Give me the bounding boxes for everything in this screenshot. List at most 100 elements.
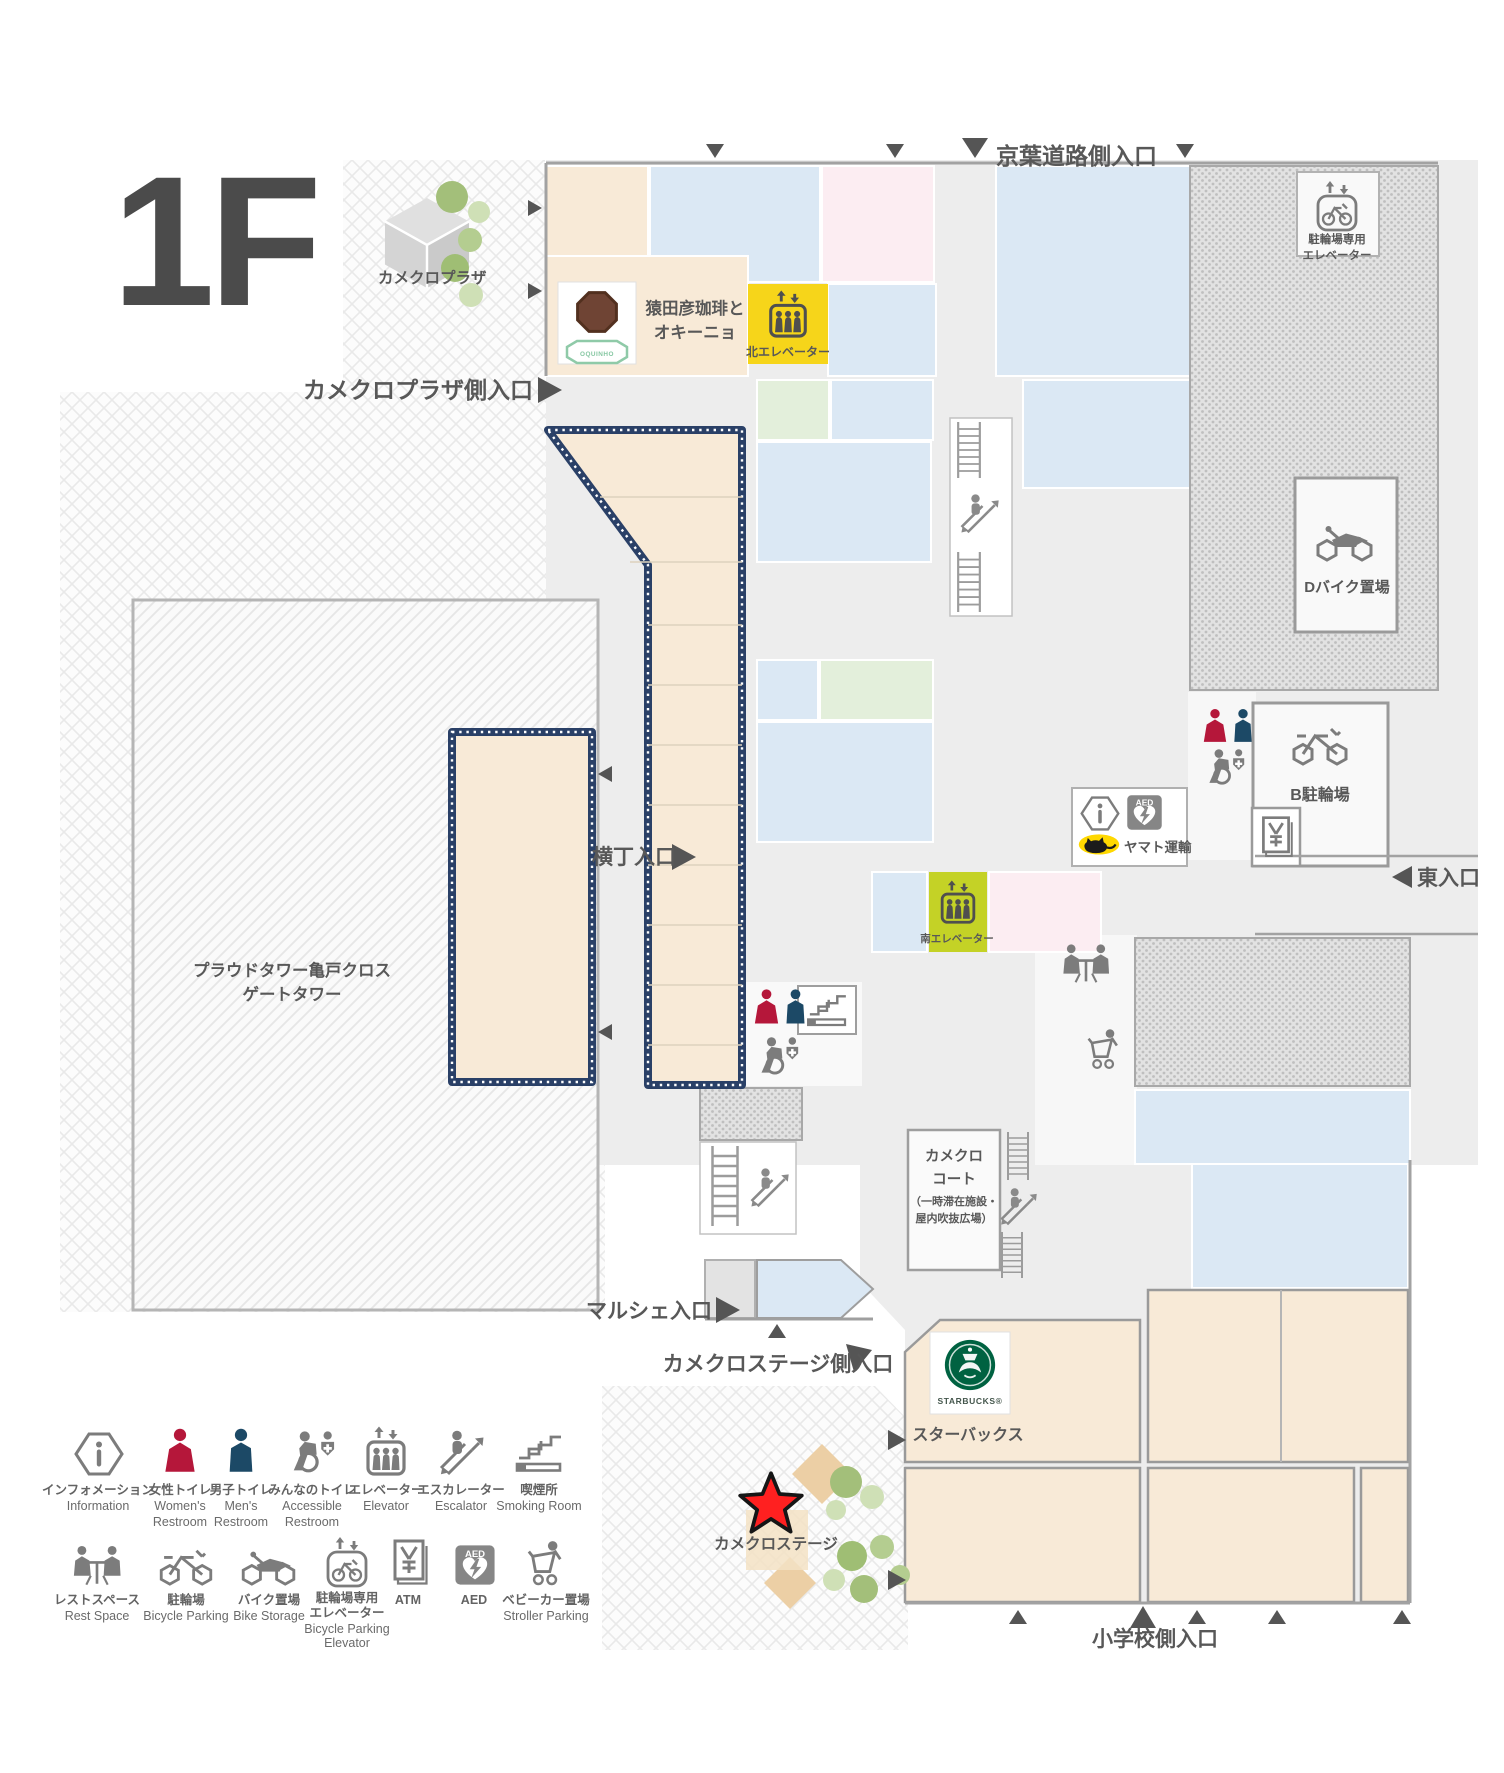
oquinho-logo-text: OQUINHO (580, 351, 614, 358)
triangle-down-icon (886, 144, 904, 158)
court-label-3: （一時滞在施設・ (910, 1194, 998, 1208)
parking-area-mid (699, 1087, 803, 1141)
marche-blue-block (756, 1259, 875, 1319)
starbucks-logo-text: STARBUCKS® (938, 1396, 1003, 1406)
legend-label: Elevator (363, 1499, 409, 1513)
parking-area-east (1134, 937, 1411, 1087)
sarutahiko-logo-box: OQUINHO (557, 281, 637, 365)
triangle-down-icon (1176, 144, 1194, 158)
legend-label: ベビーカー置場 (502, 1592, 590, 1607)
triangle-left-icon (598, 1024, 612, 1040)
bicycle-parking-elevator-icon (326, 1536, 368, 1588)
legend-label: Accessible (282, 1499, 342, 1513)
legend-label: Restroom (153, 1515, 207, 1529)
shop-sarutahiko-label-1: 猿田彦珈琲と (645, 298, 745, 318)
legend-label: Elevator (324, 1636, 370, 1650)
yokocho-strip (544, 426, 746, 1089)
triangle-diagonal-icon (846, 1344, 872, 1372)
starbucks-logo-box: STARBUCKS® (929, 1331, 1011, 1415)
stroller-parking-icon (527, 1540, 562, 1586)
bicycle-elevator-box (1296, 171, 1380, 257)
north-elevator-label: 北エレベーター (746, 344, 830, 359)
corridor-by-b-parking (1188, 692, 1256, 860)
stairs-shaft-north (949, 417, 1013, 617)
entrance-marche-label: マルシェ入口 (586, 1300, 712, 1323)
information-icon (74, 1432, 124, 1476)
legend-label: Bicycle Parking (143, 1609, 228, 1623)
shop-sarutahiko-label-2: オキーニョ (654, 324, 737, 342)
triangle-down-icon (706, 144, 724, 158)
plaza-trees (436, 181, 490, 307)
triangle-right-icon (888, 1430, 906, 1450)
womens-restroom-icon (165, 1428, 195, 1472)
triangle-down-icon (962, 138, 988, 158)
triangle-up-icon (1268, 1610, 1286, 1624)
yamato-label: ヤマト運輸 (1124, 839, 1192, 855)
legend-label: AED (461, 1593, 487, 1607)
legend-label: Escalator (435, 1499, 487, 1513)
legend-label: レストスペース (54, 1593, 140, 1607)
legend-label: ATM (395, 1593, 421, 1607)
legend-label: 駐輪場 (167, 1592, 205, 1607)
mens-restroom-icon (229, 1428, 253, 1472)
stairs-box-southwest (699, 1141, 797, 1235)
entrance-plaza-side-label: カメクロプラザ側入口 (303, 377, 533, 403)
south-block-2 (903, 1466, 1142, 1604)
d-bike-label: Dバイク置場 (1304, 579, 1390, 596)
triangle-up-icon (1188, 1610, 1206, 1624)
kamekuro-court-box (906, 1128, 1002, 1272)
entrance-keiyo-label: 京葉道路側入口 (996, 143, 1157, 169)
escalator-icon (439, 1429, 485, 1476)
legend-label: Stroller Parking (503, 1609, 588, 1623)
starbucks-label: スターバックス (912, 1426, 1023, 1444)
triangle-right-icon (672, 844, 696, 870)
legend-label: 男子トイレ (210, 1483, 273, 1497)
aed-icon (455, 1545, 495, 1585)
triangle-right-icon (528, 283, 542, 299)
bike-storage-icon (241, 1550, 296, 1586)
legend: インフォメーション Information 女性トイレ Women's Rest… (42, 1426, 590, 1650)
bicycle-parking-icon (159, 1549, 213, 1586)
legend-label: Women's (154, 1499, 205, 1513)
triangle-up-icon (1393, 1610, 1411, 1624)
legend-label: Restroom (285, 1515, 339, 1529)
triangle-up-icon (1009, 1610, 1027, 1624)
legend-label: みんなのトイレ (268, 1483, 356, 1497)
yokocho-inner-block (448, 728, 596, 1086)
court-label-2: コート (932, 1172, 976, 1188)
rest-space-icon (73, 1544, 121, 1587)
south-block-1 (1146, 1288, 1410, 1464)
entrance-east-label: 東入口 (1417, 867, 1480, 890)
legend-label: 喫煙所 (520, 1482, 558, 1497)
court-label-4: 屋内吹抜広場） (916, 1211, 993, 1225)
bicycle-elevator-label-2: エレベーター (1303, 248, 1372, 262)
legend-label: Information (67, 1499, 130, 1513)
triangle-right-icon (888, 1570, 906, 1590)
legend-label: Men's (225, 1499, 258, 1513)
aed-icon (1127, 795, 1162, 830)
legend-label: Bicycle Parking (304, 1622, 389, 1636)
triangle-left-icon (598, 766, 612, 782)
triangle-up-icon (768, 1324, 786, 1338)
south-block-4 (1359, 1466, 1410, 1604)
triangle-right-icon (528, 200, 542, 216)
legend-label: エレベーター (348, 1482, 423, 1497)
legend-label: Rest Space (65, 1609, 130, 1623)
walkway-east (1410, 858, 1478, 934)
bicycle-elevator-label-1: 駐輪場専用 (1308, 232, 1366, 246)
triangle-right-icon (716, 1297, 740, 1323)
stage-decoration (746, 1444, 910, 1609)
south-elevator-label: 南エレベーター (920, 932, 994, 945)
triangle-up-icon (1130, 1606, 1156, 1628)
accessible-restroom-icon (292, 1430, 336, 1473)
legend-label: Bike Storage (233, 1609, 305, 1623)
court-label-1: カメクロ (925, 1148, 983, 1165)
smoking-room-icon (515, 1435, 563, 1472)
tower-label-1: プラウドタワー亀戸クロス (193, 960, 391, 980)
tower-label-2: ゲートタワー (243, 985, 342, 1004)
legend-label: 駐輪場専用 (316, 1590, 379, 1605)
legend-label: Smoking Room (496, 1499, 581, 1513)
triangle-left-icon (1392, 866, 1412, 888)
